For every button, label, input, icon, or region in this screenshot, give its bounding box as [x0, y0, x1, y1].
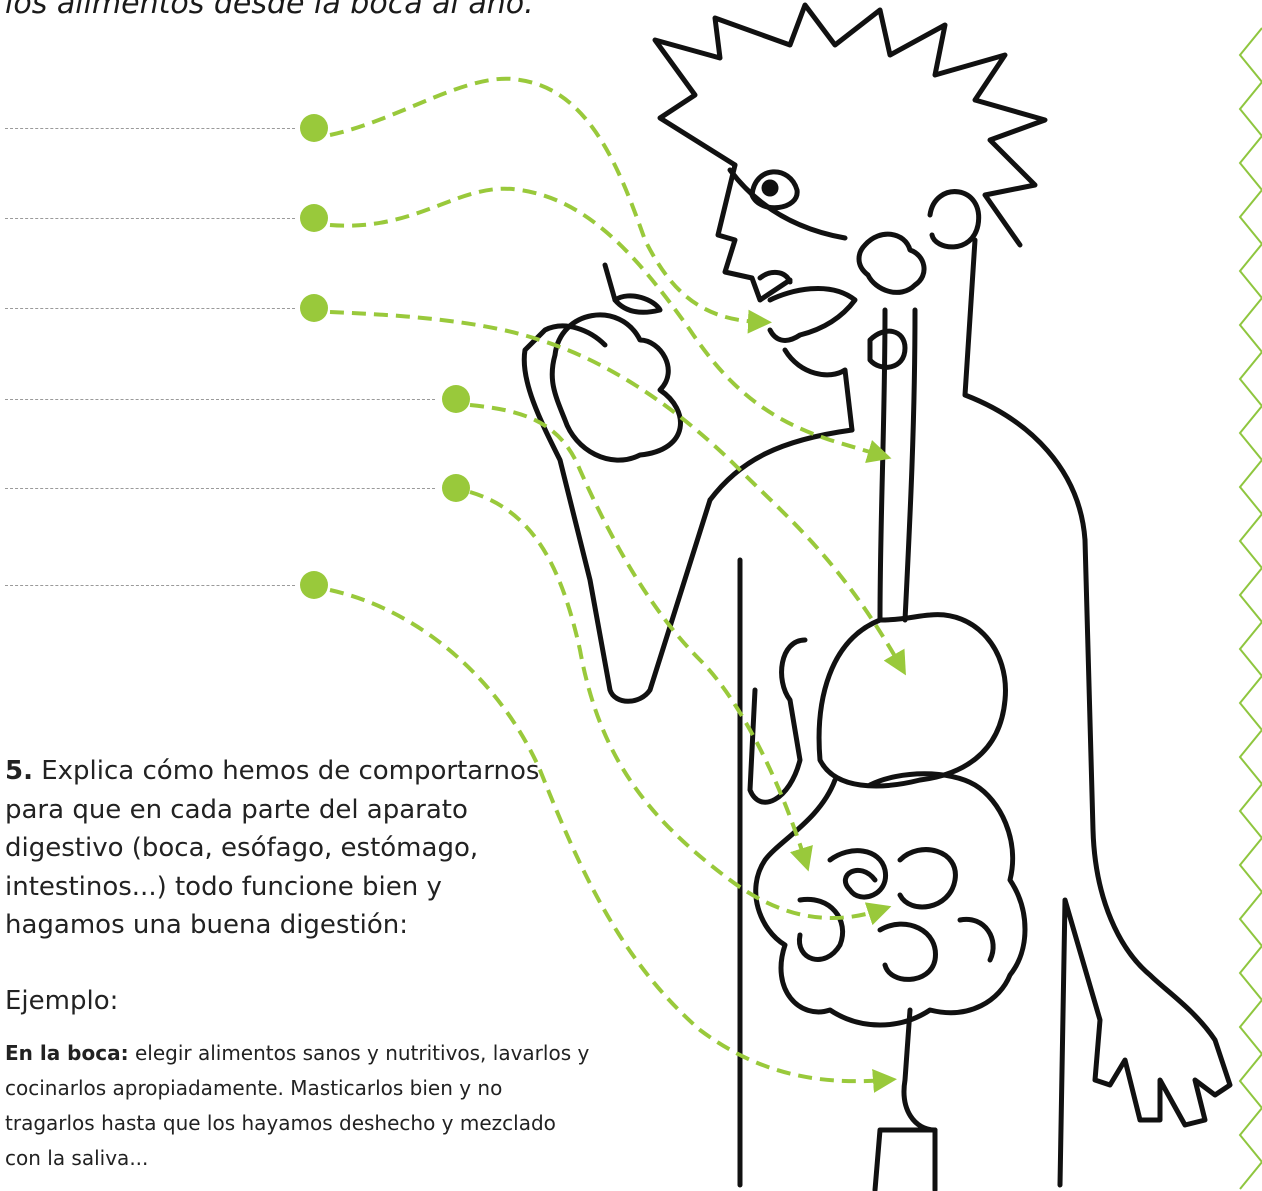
answer-line[interactable]	[5, 308, 295, 309]
pointer-dot	[442, 474, 470, 502]
question-number: 5.	[5, 756, 33, 786]
intro-line: los alimentos desde la boca al ano.	[5, 0, 534, 21]
boy-figure	[524, 5, 1230, 1190]
answer-line[interactable]	[5, 585, 295, 586]
answer-line[interactable]	[5, 399, 435, 400]
arrow-to-mouth	[330, 79, 760, 322]
question-text: Explica cómo hemos de comportarnos para …	[5, 756, 539, 940]
pointer-dot	[300, 114, 328, 142]
question-5: 5. Explica cómo hemos de comportarnos pa…	[5, 752, 545, 945]
pointer-dot	[300, 204, 328, 232]
example-lead: En la boca:	[5, 1041, 129, 1065]
example-heading: Ejemplo:	[5, 986, 118, 1016]
answer-line[interactable]	[5, 128, 295, 129]
pointer-dot	[300, 294, 328, 322]
pointer-dot	[300, 571, 328, 599]
pointer-dots	[300, 114, 470, 599]
answer-line[interactable]	[5, 218, 295, 219]
answer-line[interactable]	[5, 488, 435, 489]
pointer-dot	[442, 385, 470, 413]
example-text: En la boca: elegir alimentos sanos y nut…	[5, 1036, 595, 1176]
chevron-border-decoration	[1240, 28, 1262, 1189]
arrow-to-salivary	[330, 189, 880, 455]
